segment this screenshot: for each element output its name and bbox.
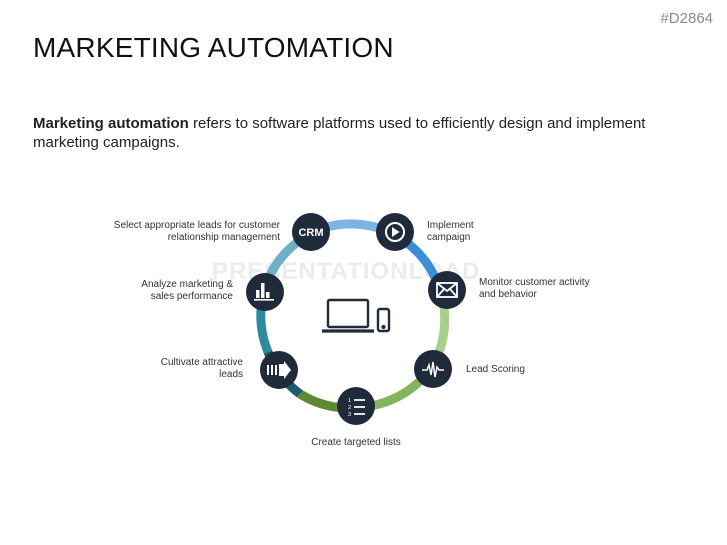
svg-text:3: 3 bbox=[348, 412, 351, 418]
intro-body: refers to software platforms used to eff… bbox=[33, 115, 646, 151]
step-label-implement: Implement campaign bbox=[427, 220, 474, 243]
step-label-monitor: Monitor customer activity and behavior bbox=[479, 277, 590, 300]
step-label-cultivate: Cultivate attractive leads bbox=[160, 357, 243, 380]
crm-node: CRM bbox=[292, 213, 330, 251]
step-label-analyze: Analyze marketing & sales performance bbox=[141, 279, 233, 302]
pulse-wave-icon bbox=[422, 361, 444, 378]
step-label-targeted-lists: Create targeted lists bbox=[311, 437, 401, 448]
play-circle-icon bbox=[385, 222, 405, 242]
bar-chart-icon bbox=[254, 283, 274, 301]
targeted-lists-node: 1 2 3 bbox=[337, 387, 375, 425]
svg-text:1: 1 bbox=[348, 398, 351, 404]
envelope-icon bbox=[436, 282, 458, 298]
intro-text: Marketing automation refers to software … bbox=[33, 114, 673, 152]
implement-node bbox=[376, 213, 414, 251]
forward-arrow-icon bbox=[267, 361, 291, 379]
crm-icon: CRM bbox=[298, 227, 323, 239]
step-label-select-leads: Select appropriate leads for customer re… bbox=[113, 220, 280, 243]
lead-scoring-node bbox=[414, 350, 452, 388]
analyze-node bbox=[246, 273, 284, 311]
page-title: MARKETING AUTOMATION bbox=[33, 32, 394, 63]
svg-text:2: 2 bbox=[348, 405, 351, 411]
numbered-list-icon: 1 2 3 bbox=[348, 398, 365, 418]
intro-bold-term: Marketing automation bbox=[33, 115, 189, 132]
laptop-and-phone-icon bbox=[322, 298, 391, 333]
monitor-node bbox=[428, 271, 466, 309]
step-label-lead-scoring: Lead Scoring bbox=[466, 364, 525, 375]
cultivate-node bbox=[260, 351, 298, 389]
slide-code: #D2864 bbox=[660, 10, 713, 27]
